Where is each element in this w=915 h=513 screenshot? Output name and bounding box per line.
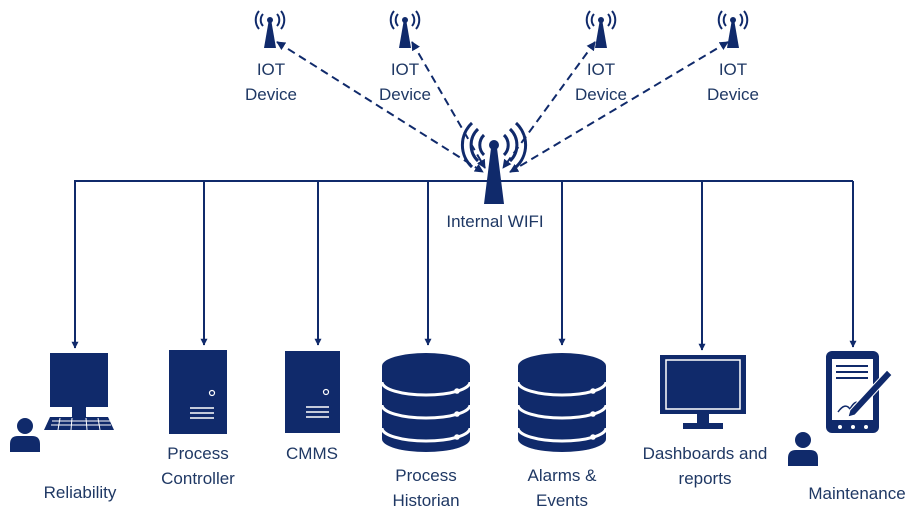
wifi-tower-icon (460, 121, 528, 204)
endpoint-label-reliability: Reliability (28, 480, 132, 505)
endpoint-label-dashboards: Dashboards and reports (630, 441, 780, 491)
iot-label-line1: IOT (718, 60, 748, 79)
desktop-computer-icon (44, 353, 114, 431)
database-icon (380, 353, 472, 452)
iot-link-2 (411, 41, 486, 169)
monitor-icon (660, 355, 746, 429)
antenna-icon (717, 10, 749, 49)
endpoint-label-line2: Controller (161, 469, 235, 488)
endpoint-label-line2: Historian (392, 491, 460, 510)
endpoint-label-line1: Process (167, 444, 229, 463)
endpoint-label-line1: Dashboards and (642, 444, 768, 463)
server-tower-icon (285, 351, 340, 433)
iot-label-line1: IOT (586, 60, 616, 79)
hub-label: Internal WIFI (446, 212, 544, 231)
endpoint-label-line1: CMMS (286, 444, 338, 463)
server-tower-icon (169, 350, 227, 434)
iot-label-line1: IOT (390, 60, 420, 79)
endpoint-label-maintenance: Maintenance (800, 481, 914, 506)
iot-device-label: IOT Device (369, 57, 441, 107)
endpoint-label-line1: Process (395, 466, 457, 485)
endpoint-label-process-historian: Process Historian (371, 463, 481, 513)
endpoint-label-alarms-events: Alarms & Events (507, 463, 617, 513)
iot-label-line1: IOT (256, 60, 286, 79)
antenna-icon (389, 10, 421, 49)
iot-link-4 (509, 41, 729, 173)
endpoint-label-process-controller: Process Controller (143, 441, 253, 491)
endpoint-label-line1: Maintenance (808, 484, 906, 503)
endpoint-label-line1: Alarms & (527, 466, 597, 485)
iot-label-line2: Device (245, 85, 297, 104)
antenna-icon (254, 10, 286, 49)
person-icon (10, 418, 40, 452)
endpoint-label-line2: reports (678, 469, 732, 488)
tablet-icon (826, 351, 893, 433)
iot-links (276, 41, 729, 173)
iot-label-line2: Device (707, 85, 759, 104)
iot-label-line2: Device (379, 85, 431, 104)
distribution-bus (71, 180, 857, 351)
endpoint-label-cmms: CMMS (272, 441, 352, 466)
person-icon (788, 432, 818, 466)
iot-device-label: IOT Device (565, 57, 637, 107)
antenna-icon (585, 10, 617, 49)
iot-device-label: IOT Device (235, 57, 307, 107)
iot-label-line2: Device (575, 85, 627, 104)
database-icon (516, 353, 608, 452)
endpoint-label-line1: Reliability (43, 483, 117, 502)
iot-device-label: IOT Device (697, 57, 769, 107)
endpoint-label-line2: Events (536, 491, 588, 510)
